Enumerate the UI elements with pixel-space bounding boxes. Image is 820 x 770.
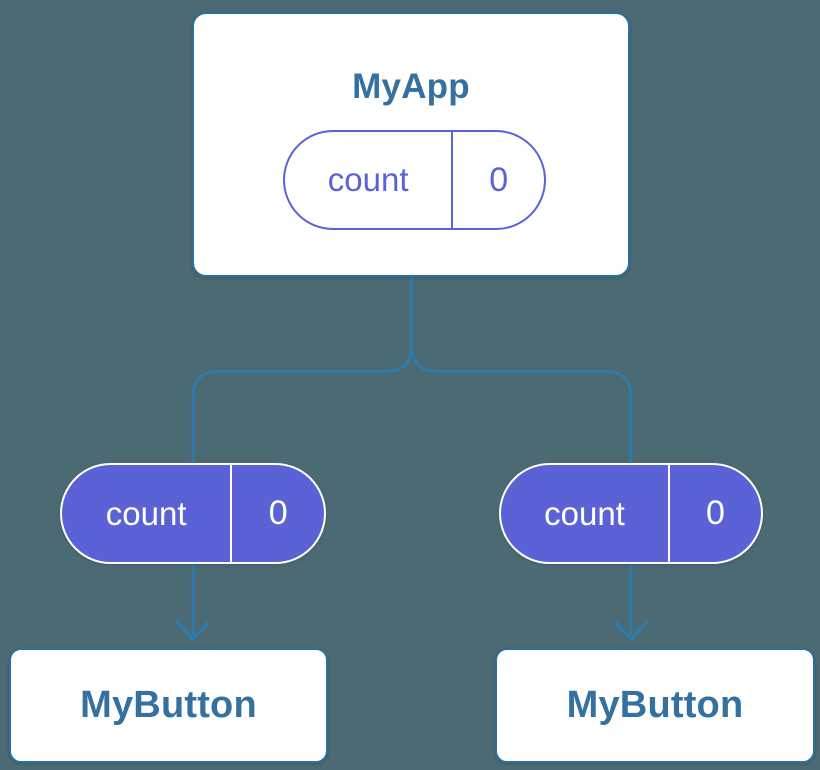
connector-left [191,277,413,636]
root-component-title: MyApp [352,67,470,106]
child-prop-pill: count 0 [499,463,763,564]
prop-name-label: count [501,465,670,562]
child-component-title: MyButton [566,684,744,726]
connector-right [410,277,633,636]
prop-value-label: 0 [706,494,725,532]
state-name-label: count [285,132,454,228]
state-value-label: 0 [489,160,509,199]
arrowhead-right-icon [614,621,648,641]
prop-value-label: 0 [268,494,288,532]
arrowhead-left-icon [176,621,210,641]
child-component-title: MyButton [80,684,257,726]
root-state-pill: count 0 [283,130,546,230]
root-component-card: MyApp count 0 [192,12,630,277]
prop-name-label: count [62,465,233,562]
child-component-card: MyButton [495,648,815,763]
child-component-card: MyButton [9,648,328,763]
child-prop-pill: count 0 [60,463,326,564]
